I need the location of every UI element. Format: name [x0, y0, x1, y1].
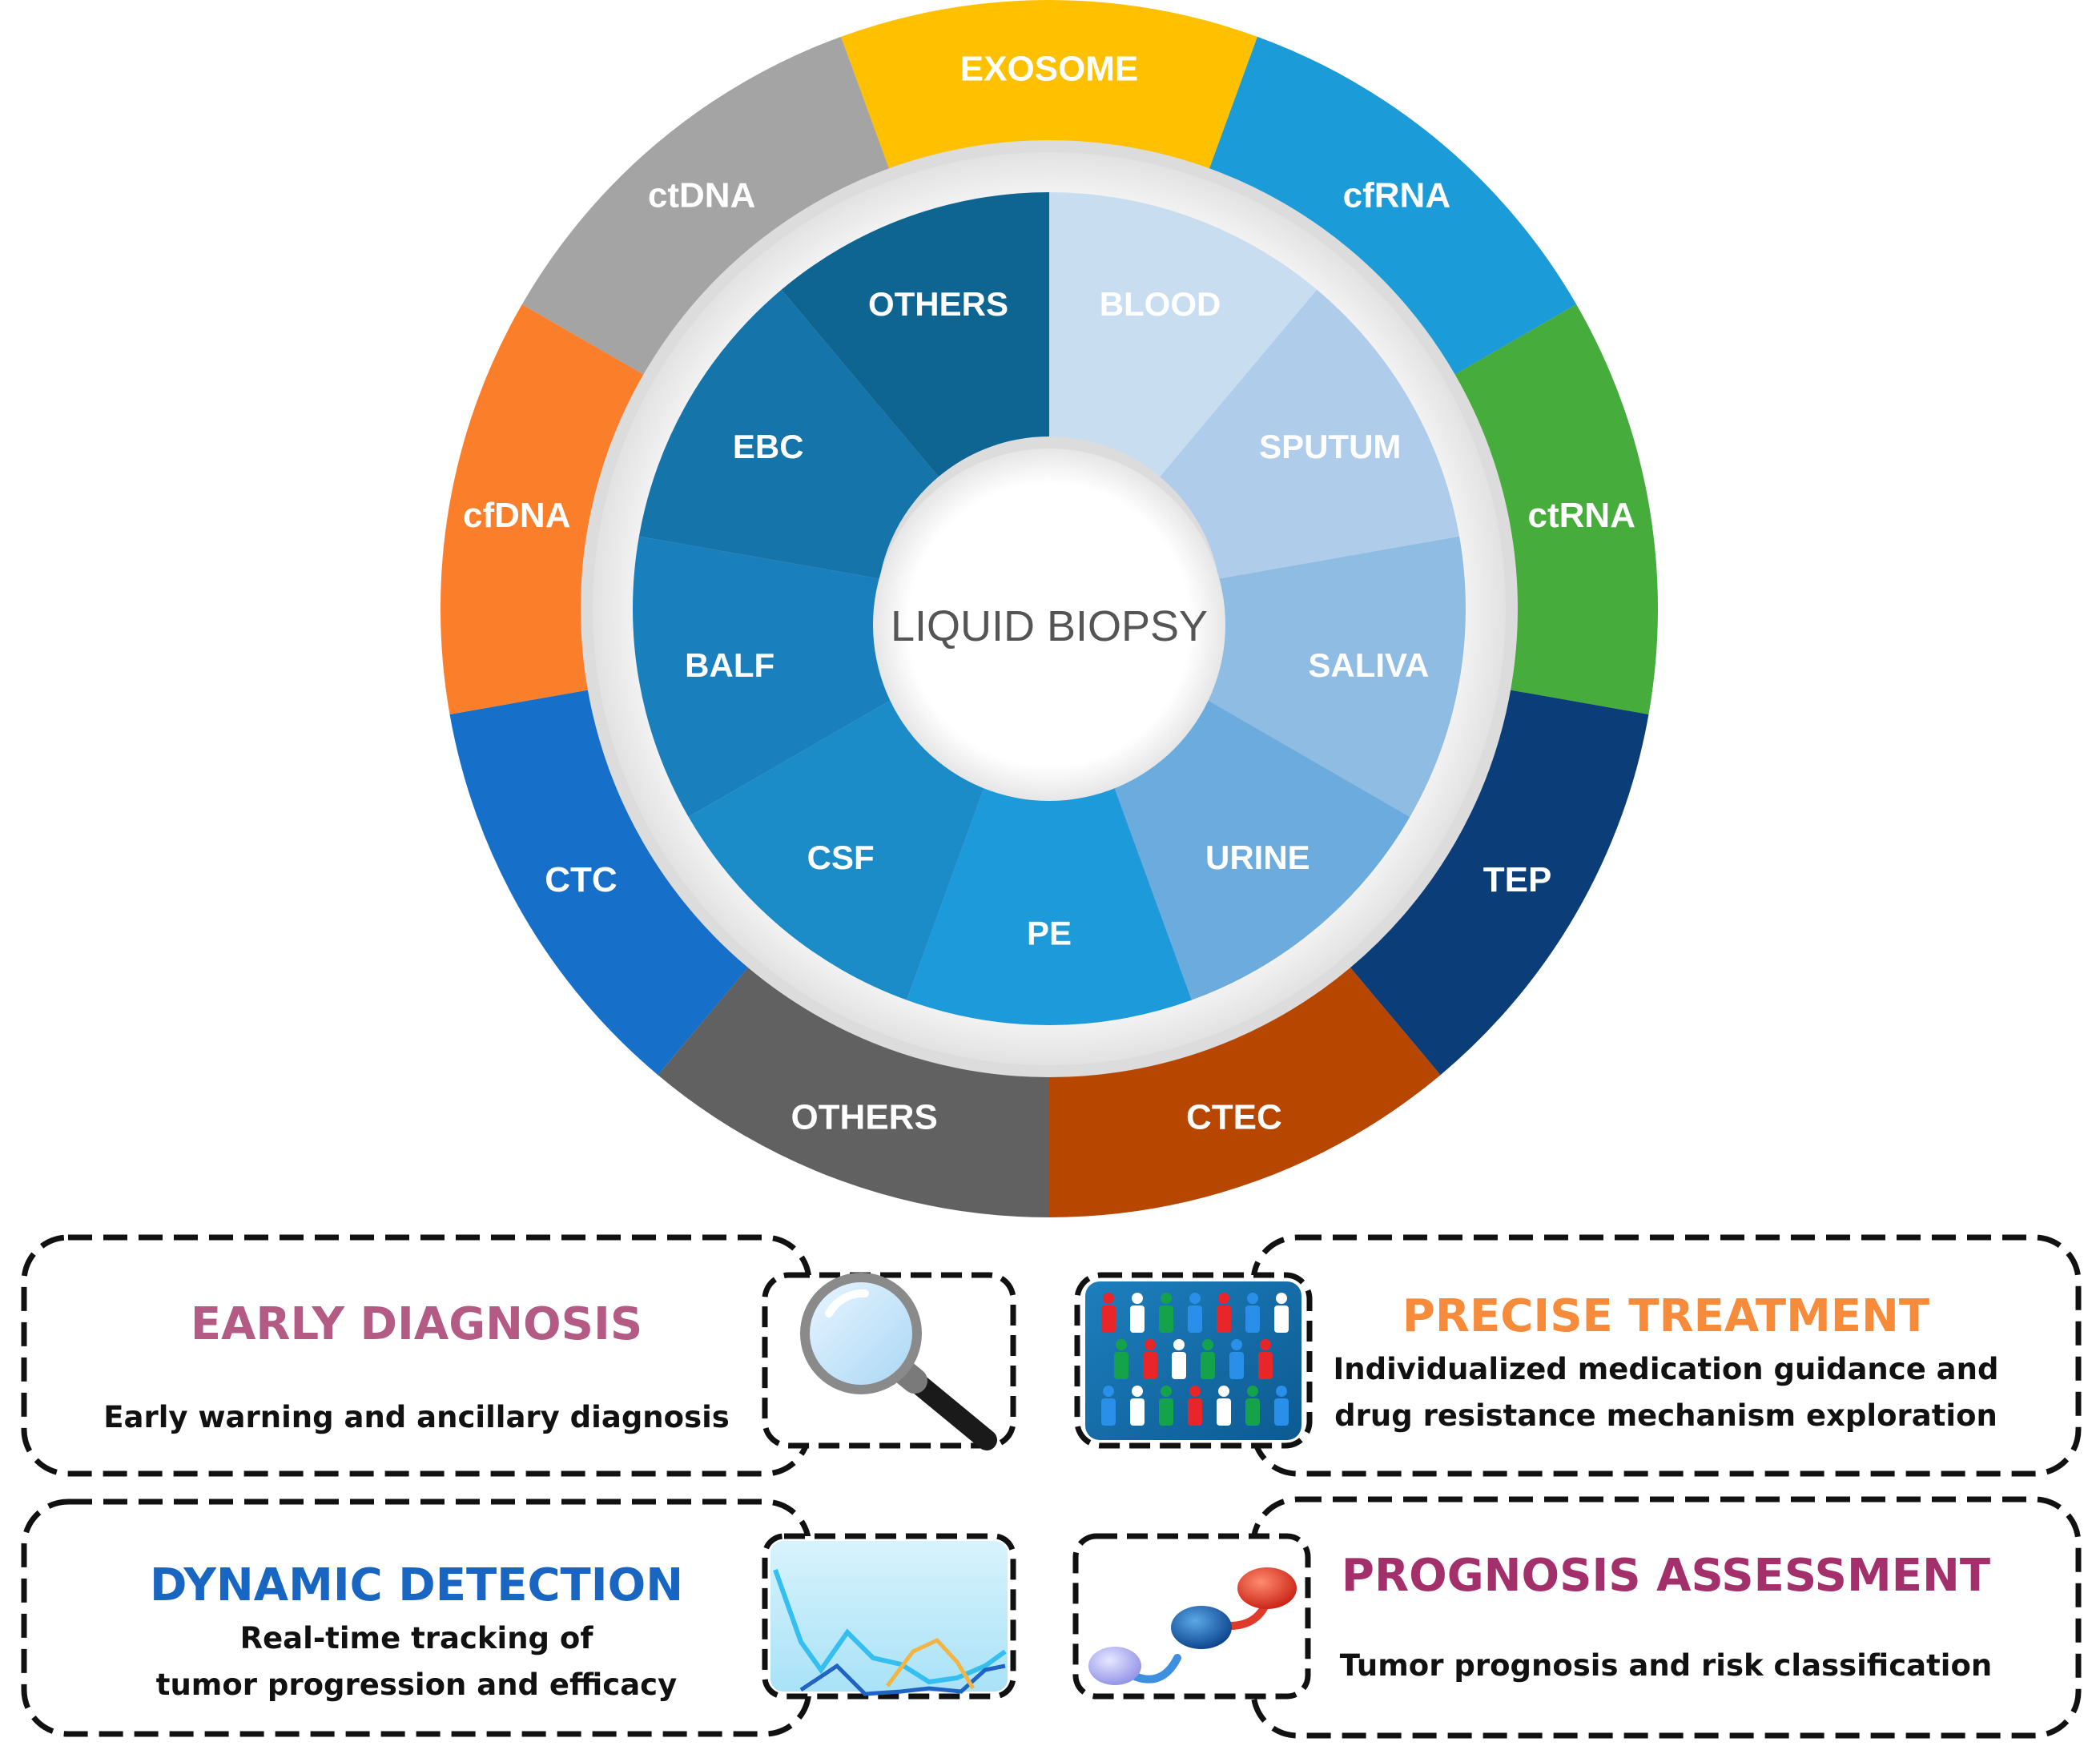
outer-label-tep: TEP — [1483, 860, 1552, 899]
outer-label-cfdna: cfDNA — [463, 496, 570, 535]
inner-label-pe: PE — [1027, 915, 1072, 952]
panel-early-diagnosis: EARLY DIAGNOSIS Early warning and ancill… — [21, 1234, 812, 1477]
panel-precise-treatment: PRECISE TREATMENT Individualized medicat… — [1250, 1234, 2082, 1477]
panel-dynamic-detection: DYNAMIC DETECTION Real-time tracking of … — [21, 1499, 812, 1737]
outer-segment-others — [658, 968, 1049, 1217]
inner-label-ebc: EBC — [733, 428, 804, 465]
panel-desc-precise-treatment-2: drug resistance mechanism exploration — [1334, 1398, 1997, 1433]
line-chart-icon — [762, 1533, 1016, 1700]
outer-label-ctrna: ctRNA — [1528, 496, 1635, 535]
panel-title-early-diagnosis: EARLY DIAGNOSIS — [191, 1298, 642, 1350]
risk-spheres-icon — [1072, 1533, 1311, 1700]
panel-title-precise-treatment: PRECISE TREATMENT — [1402, 1290, 1929, 1342]
inner-segment-ebc — [638, 289, 939, 579]
outer-segment-exosome — [841, 0, 1257, 169]
panel-desc-early-diagnosis: Early warning and ancillary diagnosis — [103, 1400, 730, 1434]
inner-ring: BLOOD SPUTUM SALIVA URINE PE CSF BALF EBC OTHERS — [633, 192, 1466, 1025]
outer-label-exosome: EXOSOME — [960, 49, 1139, 88]
inner-label-blood: BLOOD — [1100, 285, 1221, 323]
outer-segment-ctrna — [1454, 304, 1658, 714]
panel-desc-dynamic-detection-2: tumor progression and efficacy — [156, 1668, 677, 1702]
inner-segment-urine — [1108, 694, 1410, 1000]
magnifier-icon — [762, 1272, 1016, 1450]
outer-label-ctc: CTC — [545, 860, 617, 899]
center-circle — [873, 449, 1225, 801]
panel-title-dynamic-detection: DYNAMIC DETECTION — [150, 1559, 683, 1611]
inner-segment-csf — [688, 694, 991, 1000]
outer-ring: EXOSOME cfRNA ctRNA TEP CTEC OTHERS CTC cfDNA ct… — [440, 0, 1658, 1217]
inner-segment-sputum — [1160, 289, 1460, 579]
outer-segment-ctec — [1049, 968, 1441, 1217]
inner-segment-saliva — [1198, 536, 1466, 817]
inner-label-urine: URINE — [1205, 839, 1310, 876]
panel-desc-prognosis-assessment: Tumor prognosis and risk classification — [1340, 1648, 1993, 1683]
panel-title-prognosis-assessment: PROGNOSIS ASSESSMENT — [1342, 1550, 1990, 1602]
outer-label-ctec: CTEC — [1186, 1098, 1282, 1137]
outer-label-ctdna: ctDNA — [648, 175, 755, 215]
outer-segment-cfrna — [1209, 36, 1577, 375]
outer-segment-ctdna — [521, 36, 889, 375]
inner-segment-balf — [633, 536, 900, 817]
people-icon — [1074, 1272, 1313, 1449]
inner-label-csf: CSF — [807, 839, 875, 876]
outer-label-others: OTHERS — [791, 1098, 937, 1137]
inner-label-sputum: SPUTUM — [1259, 428, 1401, 465]
outer-segment-cfdna — [440, 304, 644, 714]
panel-desc-dynamic-detection-1: Real-time tracking of — [240, 1621, 594, 1655]
inner-segment-others — [781, 192, 1049, 477]
panel-desc-precise-treatment-1: Individualized medication guidance and — [1334, 1352, 1999, 1386]
inner-segment-pe — [907, 770, 1192, 1025]
outer-label-cfrna: cfRNA — [1343, 175, 1450, 215]
panel-prognosis-assessment: PROGNOSIS ASSESSMENT Tumor prognosis and… — [1250, 1496, 2082, 1739]
center-label: LIQUID BIOPSY — [891, 602, 1208, 650]
inner-label-others: OTHERS — [868, 285, 1008, 323]
inner-label-saliva: SALIVA — [1308, 646, 1429, 684]
outer-segment-tep — [1350, 690, 1649, 1076]
outer-segment-ctc — [449, 690, 748, 1076]
inner-label-balf: BALF — [685, 646, 774, 684]
inner-segment-blood — [1049, 192, 1318, 477]
